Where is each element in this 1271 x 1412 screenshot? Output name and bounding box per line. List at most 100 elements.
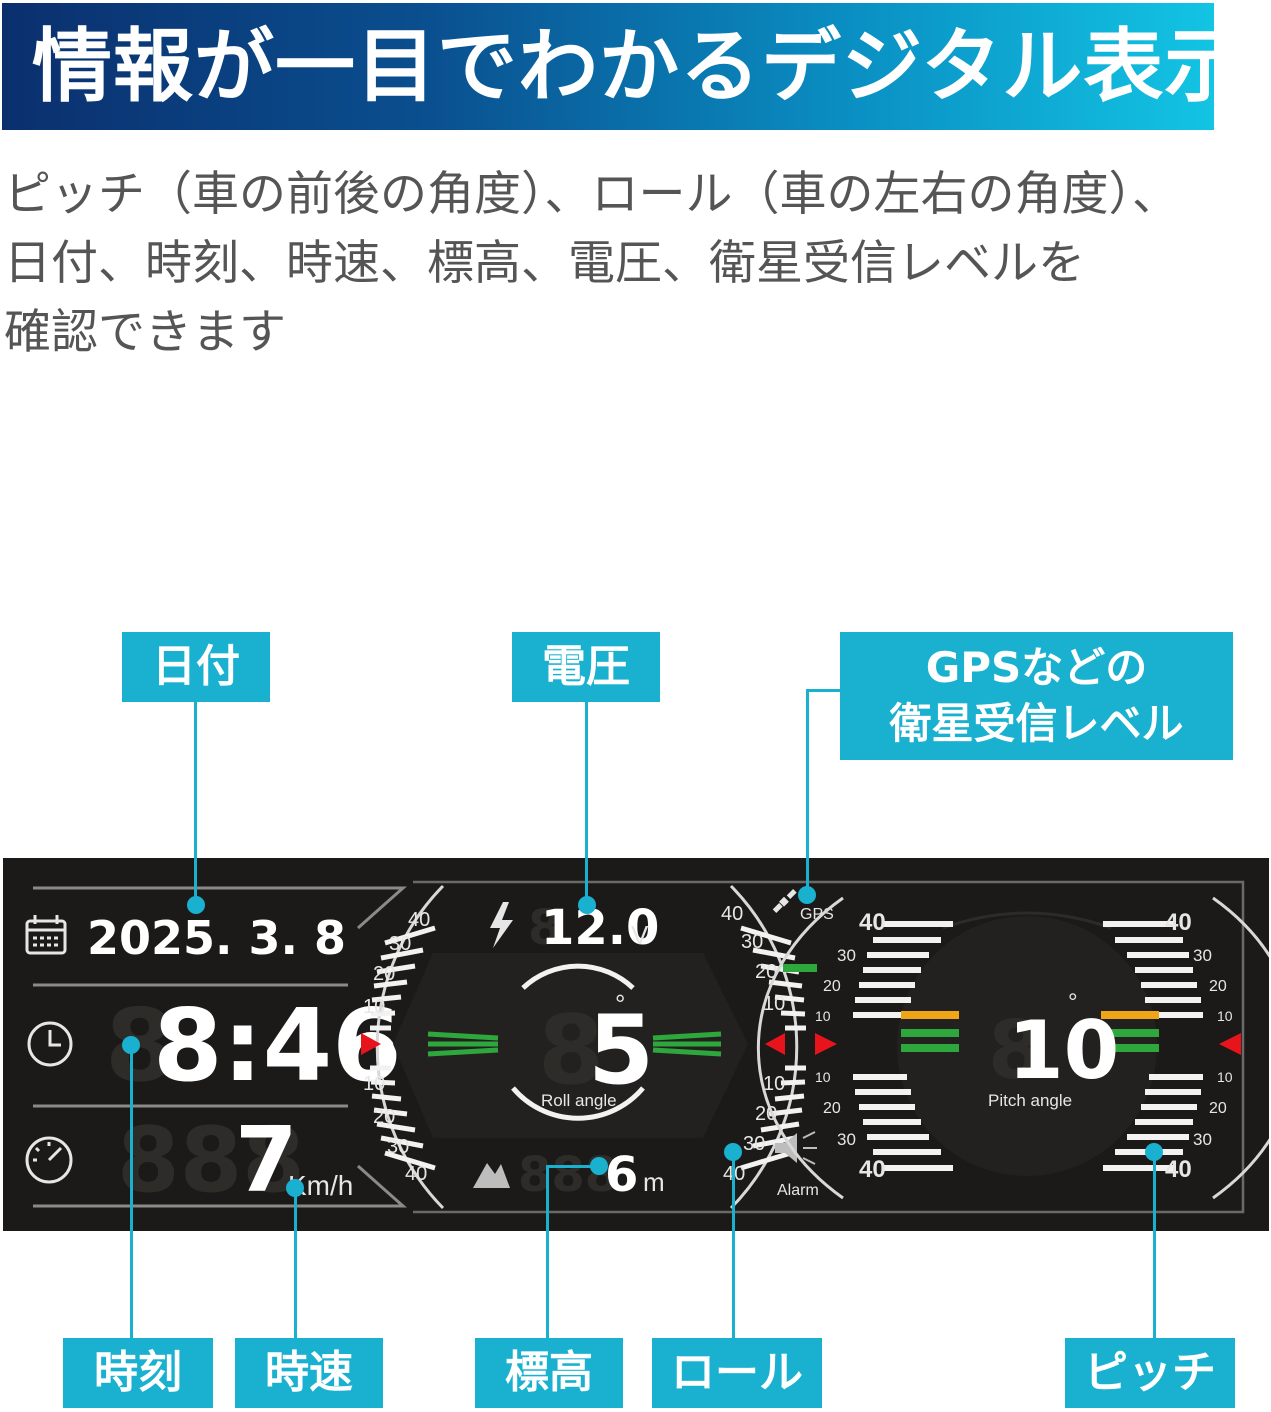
roll-scale-label: 20 xyxy=(755,961,777,983)
callout-gps-line1: GPSなどの xyxy=(925,643,1148,692)
roll-scale-label: 40 xyxy=(721,903,743,925)
leader-dot-pitch xyxy=(1145,1143,1163,1161)
pitch-scale-label: 20 xyxy=(1209,978,1227,995)
pitch-scale-left-ticks xyxy=(853,921,953,1171)
pitch-scale-label: 40 xyxy=(859,1156,886,1183)
roll-indicator-right xyxy=(765,1033,785,1055)
leader-dot-time xyxy=(122,1036,140,1054)
roll-scale-label: 20 xyxy=(755,1103,777,1125)
leader-altitude-h xyxy=(546,1165,598,1168)
date-readout: 2025. 3. 8 xyxy=(87,911,346,965)
pitch-scale-label: 20 xyxy=(1209,1100,1227,1117)
pitch-scale-label: 30 xyxy=(837,1130,856,1149)
voltage-readout: 12.0 xyxy=(541,900,659,956)
alarm-label: Alarm xyxy=(777,1182,819,1199)
lightning-icon xyxy=(490,902,513,948)
leader-voltage xyxy=(585,702,588,902)
voltage-unit: V xyxy=(631,920,649,950)
leader-dot-gps xyxy=(798,886,816,904)
roll-scale-right-ticks xyxy=(740,925,806,1171)
leader-date xyxy=(194,702,197,902)
svg-text:8: 8 xyxy=(538,996,604,1106)
description-line: ピッチ（車の前後の角度）、ロール（車の左右の角度）、 xyxy=(4,167,1179,222)
callout-roll: ロール xyxy=(652,1338,822,1408)
pitch-scale-label: 40 xyxy=(1165,909,1192,936)
dashboard-display: 2025. 3. 8 8 8:46 888 7 Km/h xyxy=(3,858,1269,1231)
altitude-readout: 6 xyxy=(605,1147,638,1203)
leader-gps-h xyxy=(806,689,840,692)
clock-icon xyxy=(27,1021,73,1067)
roll-scale-label: 40 xyxy=(405,1163,427,1185)
satellite-icon xyxy=(772,889,797,913)
speed-readout: 7 xyxy=(235,1108,298,1213)
callout-voltage: 電圧 xyxy=(512,632,660,702)
pitch-indicator-right xyxy=(1219,1033,1241,1055)
roll-angle-readout: 5 xyxy=(588,996,654,1106)
roll-scale-label: 20 xyxy=(373,963,395,985)
callout-date: 日付 xyxy=(122,632,270,702)
time-readout: 8:46 xyxy=(153,987,402,1104)
roll-indicator-left xyxy=(361,1033,381,1055)
leader-speed xyxy=(294,1188,297,1338)
pitch-scale-label: 10 xyxy=(815,1008,831,1024)
callout-altitude: 標高 xyxy=(475,1338,623,1408)
leader-gps-v xyxy=(806,689,809,891)
leader-dot-voltage xyxy=(578,896,596,914)
callout-time: 時刻 xyxy=(63,1338,213,1408)
pitch-scale-label: 10 xyxy=(1217,1069,1233,1085)
leader-dot-speed xyxy=(286,1179,304,1197)
pitch-scale-label: 30 xyxy=(1193,1130,1212,1149)
pitch-degree-symbol: ° xyxy=(1068,989,1078,1016)
callout-gps-line2: 衛星受信レベル xyxy=(889,699,1184,748)
pitch-angle-readout: 10 xyxy=(1008,1004,1119,1097)
pitch-scale-label: 30 xyxy=(837,946,856,965)
altitude-unit: m xyxy=(643,1167,665,1197)
speedometer-icon xyxy=(25,1136,73,1184)
leader-dot-altitude xyxy=(590,1157,608,1175)
roll-scale-label: 10 xyxy=(363,1073,385,1095)
speaker-icon xyxy=(775,1131,817,1165)
gps-signal-bar xyxy=(783,964,817,972)
svg-text:888: 888 xyxy=(117,1108,305,1213)
pitch-level-bars xyxy=(901,1011,1159,1052)
callout-gps: GPSなどの 衛星受信レベル xyxy=(840,632,1233,760)
leader-pitch xyxy=(1153,1152,1156,1338)
pitch-scale-label: 30 xyxy=(1193,946,1212,965)
roll-scale-label: 10 xyxy=(763,1073,785,1095)
pitch-scale-label: 40 xyxy=(859,909,886,936)
mountain-icon xyxy=(473,1163,510,1188)
leader-roll xyxy=(732,1152,735,1338)
pitch-scale-label: 10 xyxy=(815,1069,831,1085)
leader-altitude-v xyxy=(546,1165,549,1338)
callout-pitch: ピッチ xyxy=(1065,1338,1235,1408)
leader-time xyxy=(130,1045,133,1338)
leader-dot-date xyxy=(187,896,205,914)
leader-dot-roll xyxy=(724,1143,742,1161)
roll-scale-label: 20 xyxy=(373,1106,395,1128)
roll-degree-symbol: ° xyxy=(615,989,625,1019)
svg-text:8: 8 xyxy=(528,900,561,956)
pitch-angle-label: Pitch angle xyxy=(988,1091,1072,1110)
svg-text:888: 888 xyxy=(518,1147,618,1203)
roll-scale-label: 30 xyxy=(741,931,763,953)
roll-scale-label: 30 xyxy=(743,1133,765,1155)
roll-scale-left-ticks xyxy=(370,925,436,1171)
pitch-scale-label: 10 xyxy=(1217,1008,1233,1024)
roll-scale-label: 10 xyxy=(363,996,385,1018)
roll-angle-label: Roll angle xyxy=(541,1091,617,1110)
roll-scale-label: 30 xyxy=(387,1136,409,1158)
pitch-scale-label: 40 xyxy=(1165,1156,1192,1183)
description-line: 確認できます xyxy=(4,305,286,360)
description-line: 日付、時刻、時速、標高、電圧、衛星受信レベルを xyxy=(4,236,1085,291)
roll-scale-label: 40 xyxy=(408,909,430,931)
svg-text:8: 8 xyxy=(988,1004,1044,1097)
calendar-icon xyxy=(25,915,67,955)
roll-horizon-bars xyxy=(427,1031,722,1057)
pitch-scale-label: 20 xyxy=(823,978,841,995)
roll-scale-label: 30 xyxy=(389,933,411,955)
pitch-indicator-left xyxy=(815,1033,837,1055)
description: ピッチ（車の前後の角度）、ロール（車の左右の角度）、 日付、時刻、時速、標高、電… xyxy=(4,160,1254,367)
callout-speed: 時速 xyxy=(235,1338,383,1408)
roll-scale-label: 10 xyxy=(763,993,785,1015)
pitch-scale-label: 20 xyxy=(823,1100,841,1117)
